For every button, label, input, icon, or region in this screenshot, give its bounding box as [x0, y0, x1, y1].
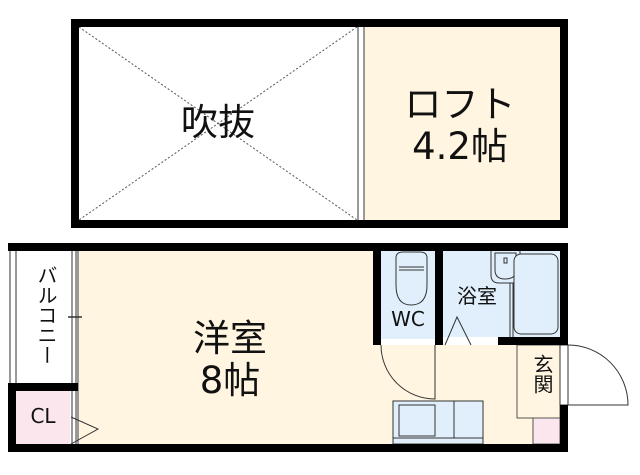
closet-label: CL	[30, 404, 56, 428]
western-room-floor	[79, 251, 373, 444]
loft-size: 4.2帖	[412, 125, 508, 168]
bath-threshold	[443, 338, 498, 345]
bathtub-icon	[513, 253, 559, 335]
entrance-label: 玄関	[530, 354, 554, 394]
western-room-label: 洋室	[193, 317, 267, 360]
loft-floor	[365, 27, 560, 220]
balcony	[10, 251, 76, 383]
lower-floor	[8, 243, 629, 452]
bath-door-swing	[444, 315, 472, 346]
sink-icon	[398, 404, 436, 437]
void-cross-line	[78, 26, 358, 221]
wc-threshold	[381, 339, 435, 345]
loft-label: ロフト	[404, 83, 516, 126]
upper-floor	[71, 19, 568, 228]
bathroom-label: 浴室	[457, 284, 497, 308]
upper-outer-wall	[71, 19, 568, 228]
kitchen-counter	[392, 400, 484, 445]
closet	[16, 391, 70, 444]
entrance-door-opening	[559, 344, 569, 406]
toilet-fixture-icon	[395, 251, 428, 306]
walls	[8, 243, 568, 452]
balcony-label: バルコニー	[34, 265, 58, 365]
wc-door-swing	[380, 344, 436, 400]
toilet-label: WC	[391, 307, 425, 331]
shoe-cabinet	[532, 417, 561, 445]
entrance-door-swing	[567, 344, 629, 406]
western-room-size: 8帖	[199, 359, 261, 402]
void-area-label: 吹抜	[181, 101, 255, 144]
closet-door-swing	[70, 416, 100, 445]
